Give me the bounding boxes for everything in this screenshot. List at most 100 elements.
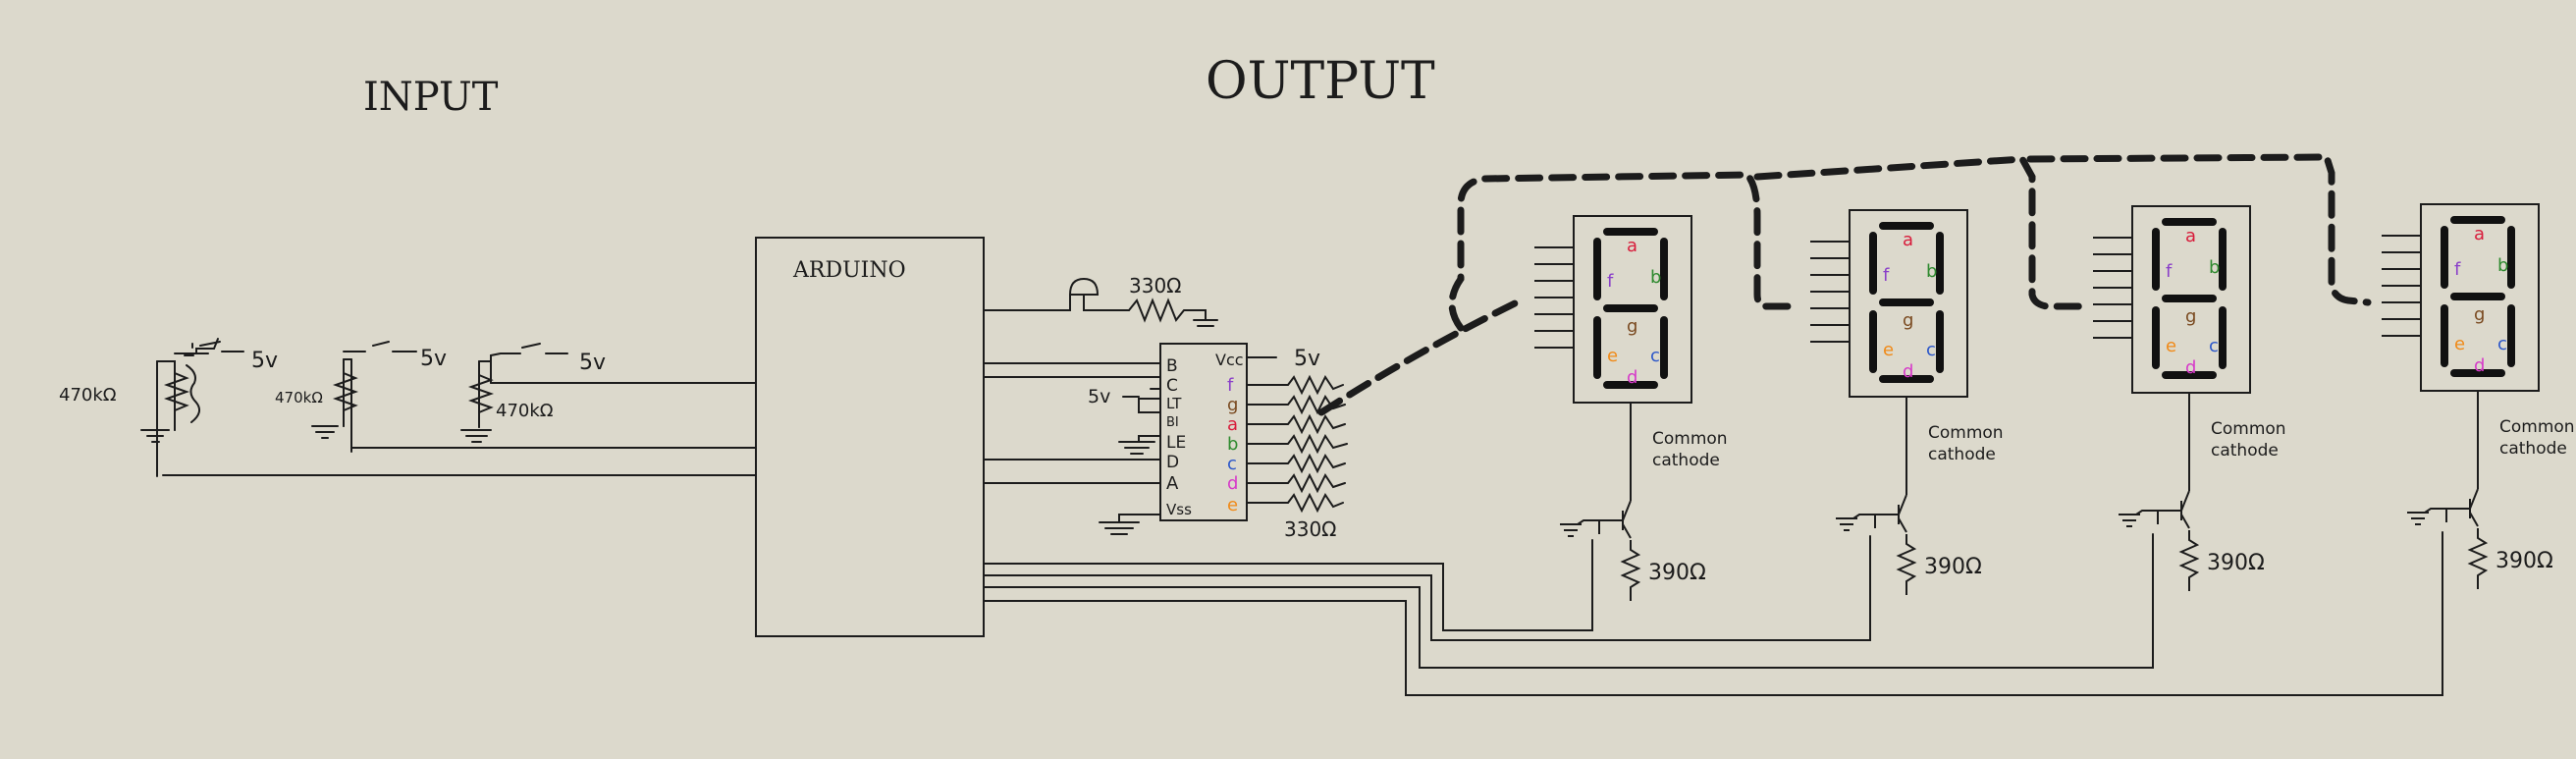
segment-letter-g: g	[2474, 304, 2485, 325]
ground-symbol	[1836, 514, 1899, 531]
segment-a	[1879, 222, 1934, 230]
pin-c: C	[1166, 376, 1178, 396]
segment-resistor-bank	[1246, 374, 1348, 514]
segment-letter-c: c	[2209, 336, 2219, 356]
base-resistor-label: 390Ω	[2207, 551, 2265, 575]
segment-e	[1593, 316, 1601, 379]
common-cathode-label-line1: Common	[1652, 429, 1728, 449]
segment-letter-d: d	[1627, 367, 1637, 388]
segment-letter-b: b	[2497, 255, 2508, 276]
segment-letter-b: b	[2209, 257, 2220, 278]
input-resistor-label-3: 470kΩ	[496, 401, 554, 421]
common-cathode-label-line1: Common	[1928, 423, 2004, 443]
segment-letter-c: c	[2497, 334, 2507, 354]
base-resistor-label: 390Ω	[1924, 555, 1982, 579]
pin-f: f	[1227, 375, 1234, 396]
input-supply-label-3: 5v	[579, 351, 606, 375]
segment-letter-a: a	[1903, 230, 1913, 250]
segment-d	[2162, 371, 2217, 379]
pin-bi: BI	[1166, 415, 1179, 430]
segment-b	[1936, 232, 1944, 295]
segment-letter-e: e	[1607, 346, 1618, 366]
pin-d: D	[1166, 453, 1179, 472]
base-resistor-label: 390Ω	[1648, 561, 1706, 585]
pin-a: A	[1166, 473, 1179, 494]
pin-c-right: c	[1227, 454, 1237, 474]
base-resistor-label: 390Ω	[2496, 549, 2553, 573]
segment-g	[1879, 298, 1934, 306]
decoder-vcc-supply-label: 5v	[1294, 347, 1320, 371]
pin-b-right: b	[1227, 434, 1238, 455]
base-resistor	[1620, 540, 1641, 601]
ground-symbol	[2407, 508, 2470, 525]
segment-letter-g: g	[1903, 310, 1913, 331]
segment-letter-g: g	[1627, 316, 1637, 337]
arduino-board	[755, 237, 985, 637]
segment-letter-g: g	[2185, 306, 2196, 327]
segment-c	[2507, 304, 2515, 367]
pin-vss: Vss	[1166, 501, 1192, 518]
output-heading: OUTPUT	[1206, 52, 1435, 111]
transistor	[1622, 500, 1632, 539]
segment-letter-c: c	[1926, 340, 1936, 360]
segment-letter-e: e	[2166, 336, 2176, 356]
segment-c	[1936, 310, 1944, 373]
common-cathode-label-line2: cathode	[2499, 439, 2567, 459]
display-case	[2420, 203, 2540, 392]
segment-c	[1660, 316, 1668, 379]
decoder-bottom-resistor-label: 330Ω	[1284, 517, 1336, 541]
base-resistor	[2178, 530, 2200, 591]
base-resistor	[1896, 534, 1917, 595]
segment-a	[1603, 228, 1658, 236]
segment-b	[2219, 228, 2227, 291]
segment-letter-a: a	[1627, 236, 1637, 256]
segment-e	[2441, 304, 2448, 367]
display-case	[1573, 215, 1692, 404]
pin-vcc: Vcc	[1215, 351, 1244, 369]
pin-le: LE	[1166, 433, 1186, 453]
segment-letter-b: b	[1650, 267, 1661, 288]
segment-letter-f: f	[1883, 265, 1890, 286]
decoder-top-resistor-label: 330Ω	[1129, 274, 1181, 298]
segment-letter-e: e	[1883, 340, 1894, 360]
input-resistor-label-2: 470kΩ	[275, 389, 323, 407]
display-case	[1849, 209, 1968, 398]
segment-b	[2507, 226, 2515, 289]
decoder-5v-label: 5v	[1088, 386, 1110, 407]
segment-f	[2441, 226, 2448, 289]
segment-a	[2450, 216, 2505, 224]
segment-letter-a: a	[2185, 226, 2196, 246]
segment-d	[1603, 381, 1658, 389]
segment-letter-d: d	[1903, 361, 1913, 382]
decoder-left-pins: B C LT BI LE D A Vss	[1166, 356, 1192, 518]
input-circuit-2: 470kΩ 5v	[275, 341, 447, 453]
segment-c	[2219, 306, 2227, 369]
common-cathode-label-line1: Common	[2211, 419, 2286, 439]
segment-f	[1593, 238, 1601, 300]
common-cathode-label-line2: cathode	[1652, 451, 1720, 470]
segment-e	[1869, 310, 1877, 373]
segment-g	[2162, 295, 2217, 302]
input-supply-label-1: 5v	[251, 349, 278, 373]
transistor	[1898, 494, 1907, 533]
pin-b: B	[1166, 356, 1178, 376]
segment-letter-d: d	[2185, 357, 2196, 378]
segment-letter-f: f	[2166, 261, 2173, 282]
decoder-right-pins: Vcc f g a b c d e	[1215, 351, 1244, 515]
segment-b	[1660, 238, 1668, 300]
input-resistor-label-1: 470kΩ	[59, 385, 117, 406]
segment-letter-a: a	[2474, 224, 2485, 244]
segment-a	[2162, 218, 2217, 226]
common-cathode-label-line1: Common	[2499, 417, 2575, 437]
segment-letter-e: e	[2454, 334, 2465, 354]
segment-d	[2450, 369, 2505, 377]
base-resistor	[2467, 528, 2489, 589]
common-cathode-label-line2: cathode	[1928, 445, 1996, 464]
pin-g: g	[1227, 395, 1238, 415]
